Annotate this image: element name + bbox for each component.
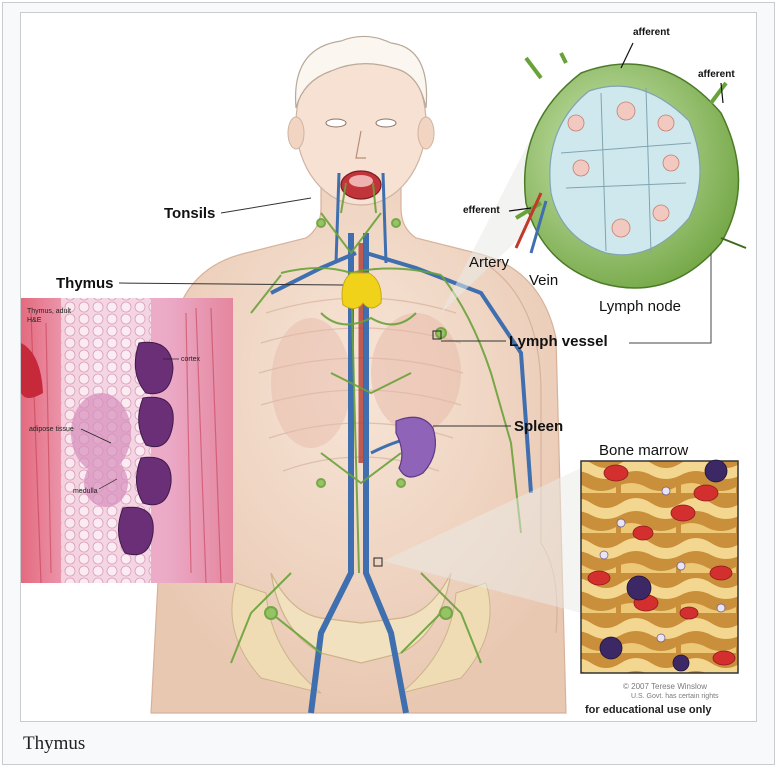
- copyright-credit: © 2007 Terese Winslow: [623, 682, 707, 691]
- histology-cortex-label: cortex: [181, 356, 201, 363]
- illustration-svg: Thymus, adult H&E cortex adipose tissue …: [21, 13, 756, 721]
- lymph-node-label: Lymph node: [599, 298, 681, 315]
- efferent-label: efferent: [463, 205, 500, 216]
- histology-stain: H&E: [27, 317, 42, 324]
- image-caption: Thymus: [23, 733, 85, 755]
- bone-marrow-label: Bone marrow: [599, 442, 688, 459]
- vein-label: Vein: [529, 272, 558, 289]
- histology-medulla-label: medulla: [73, 488, 98, 495]
- rights-notice: U.S. Govt. has certain rights: [631, 693, 719, 700]
- histology-title: Thymus, adult: [27, 308, 71, 315]
- educational-use-note: for educational use only: [585, 704, 712, 716]
- thymus-histology-panel: Thymus, adult H&E cortex adipose tissue …: [21, 298, 233, 583]
- lymph-vessel-label: Lymph vessel: [509, 333, 608, 350]
- thymus-organ: [342, 273, 381, 309]
- afferent-label-right: afferent: [698, 69, 735, 80]
- lymphatic-system-illustration[interactable]: Thymus, adult H&E cortex adipose tissue …: [20, 12, 757, 722]
- histology-adipose-label: adipose tissue: [29, 426, 74, 433]
- tonsils-label: Tonsils: [164, 205, 215, 222]
- spleen-label: Spleen: [514, 418, 563, 435]
- thymus-label: Thymus: [56, 275, 114, 292]
- afferent-label-top: afferent: [633, 27, 670, 38]
- artery-label: Artery: [469, 254, 510, 271]
